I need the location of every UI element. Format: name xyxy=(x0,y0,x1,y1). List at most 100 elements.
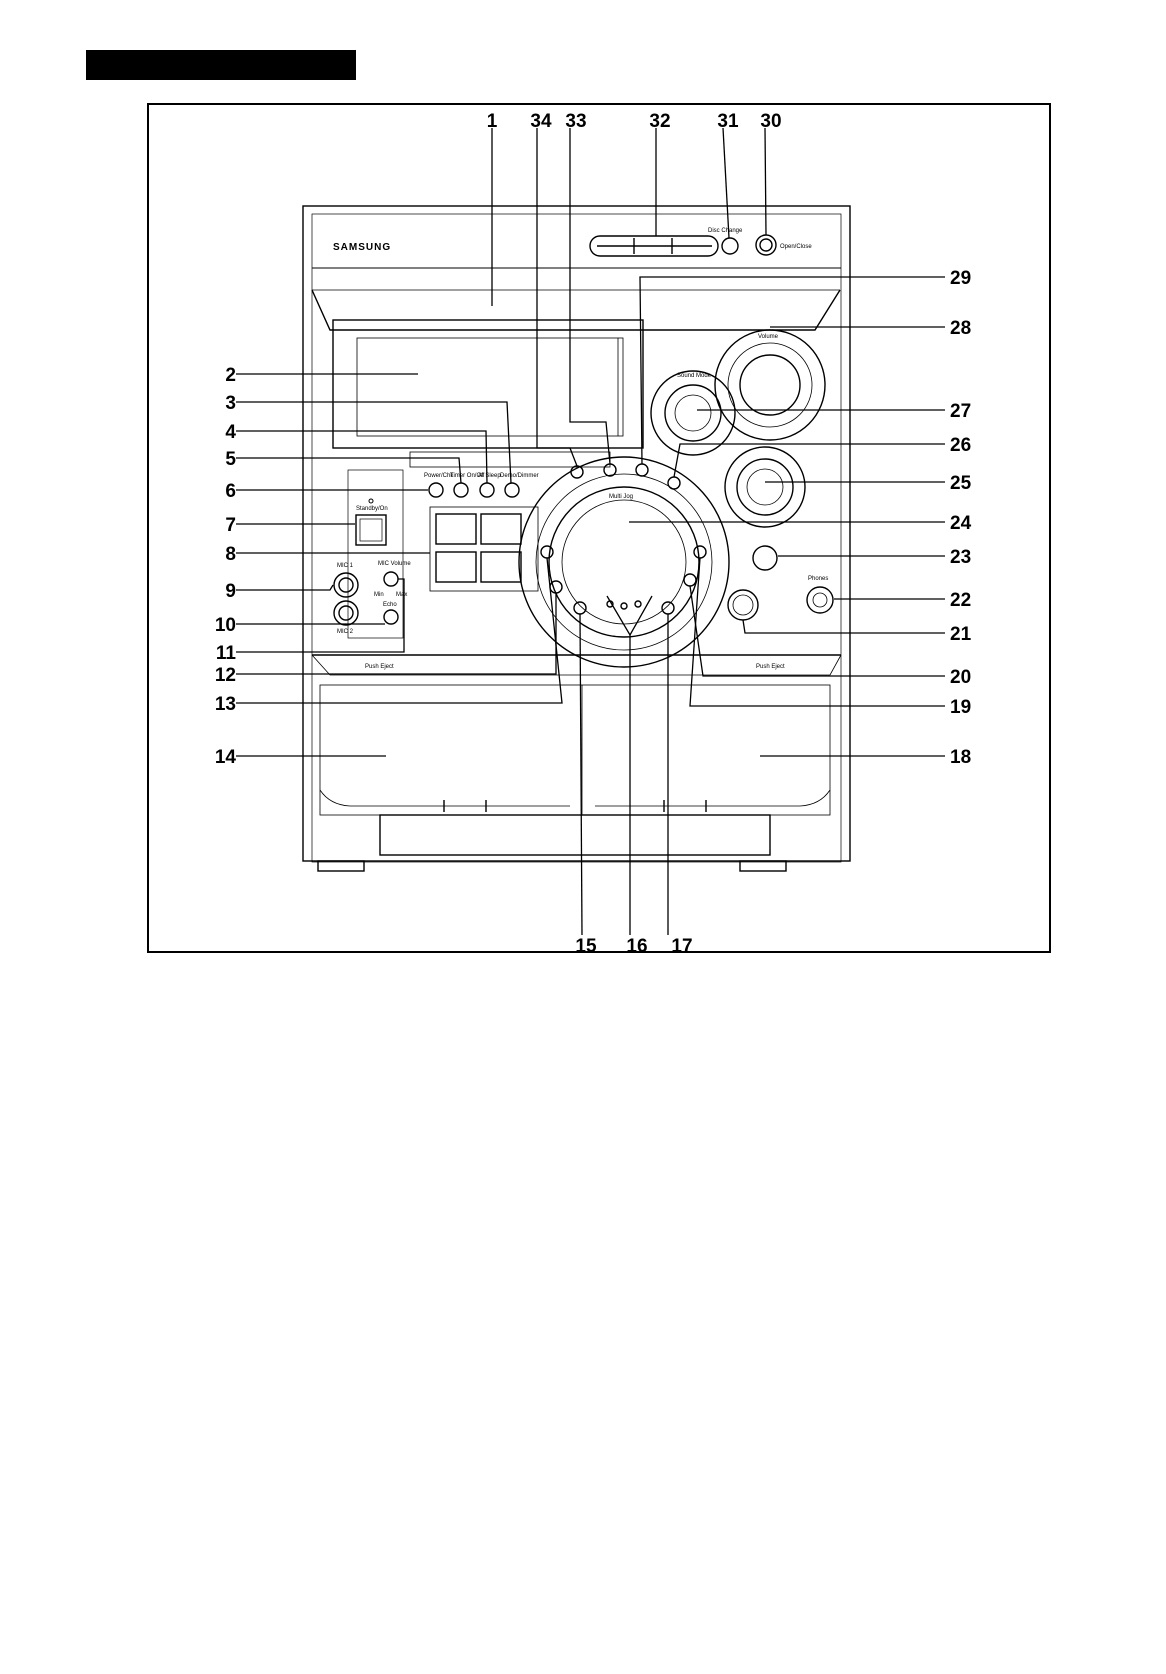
callout-16: 16 xyxy=(626,936,647,957)
ai-sleep-button[interactable] xyxy=(479,482,495,498)
callout-26: 26 xyxy=(950,435,971,456)
mic-volume-label: MIC Volume xyxy=(378,561,411,567)
sound-mode-label: Sound Mode xyxy=(677,373,712,379)
callout-3: 3 xyxy=(225,393,236,414)
callout-33: 33 xyxy=(565,111,586,132)
cd-tray-band xyxy=(311,289,841,331)
open-close-button[interactable] xyxy=(755,234,777,256)
power-chk-label: Power/Chk xyxy=(424,473,454,479)
callout-7: 7 xyxy=(225,515,236,536)
function-button-4[interactable] xyxy=(480,551,522,583)
callout-11: 11 xyxy=(216,643,237,664)
diagram-frame xyxy=(147,103,1051,953)
cassette-deck-area xyxy=(319,684,831,816)
callout-29: 29 xyxy=(950,268,971,289)
callout-19: 19 xyxy=(950,697,971,718)
right-knob[interactable] xyxy=(736,458,794,516)
push-eject-right-label: Push Eject xyxy=(756,664,785,670)
callout-14: 14 xyxy=(215,747,237,768)
dial-button-19[interactable] xyxy=(693,545,707,559)
callout-27: 27 xyxy=(950,401,971,422)
function-button-1[interactable] xyxy=(435,513,477,545)
demo-dimmer-button[interactable] xyxy=(504,482,520,498)
callout-2: 2 xyxy=(225,365,236,386)
callout-15: 15 xyxy=(575,936,597,957)
standby-on-button[interactable] xyxy=(355,514,387,546)
function-button-2[interactable] xyxy=(480,513,522,545)
callout-23: 23 xyxy=(950,547,971,568)
callout-30: 30 xyxy=(760,111,781,132)
callout-12: 12 xyxy=(215,665,236,686)
callout-20: 20 xyxy=(950,667,971,688)
right-foot xyxy=(739,860,787,872)
push-eject-left-label: Push Eject xyxy=(365,664,394,670)
mic2-jack[interactable] xyxy=(333,600,359,626)
button-23[interactable] xyxy=(752,545,778,571)
standby-label: Standby/On xyxy=(356,506,388,512)
multi-jog-label: Multi Jog xyxy=(609,494,633,500)
mic-max-label: Max xyxy=(396,592,407,598)
dial-button-29[interactable] xyxy=(635,463,649,477)
callout-17: 17 xyxy=(671,936,692,957)
callout-24: 24 xyxy=(950,513,972,534)
dial-button-20[interactable] xyxy=(683,573,697,587)
button-21[interactable] xyxy=(727,589,759,621)
volume-knob[interactable] xyxy=(739,354,801,416)
callout-4: 4 xyxy=(225,422,236,443)
sound-mode-knob[interactable] xyxy=(664,384,722,442)
dial-button-12[interactable] xyxy=(549,580,563,594)
disc-change-label: Disc Change xyxy=(708,228,743,234)
standby-indicator-led xyxy=(368,498,374,504)
disc-change-button[interactable] xyxy=(721,237,739,255)
ai-sleep-label: AI Sleep xyxy=(478,473,501,479)
section-title-bar xyxy=(86,50,356,80)
dial-button-13[interactable] xyxy=(540,545,554,559)
function-button-group xyxy=(429,506,539,592)
callout-28: 28 xyxy=(950,318,971,339)
multi-jog-dial[interactable] xyxy=(548,486,700,638)
mic1-jack[interactable] xyxy=(333,572,359,598)
brand-logo: SAMSUNG xyxy=(333,242,391,253)
callout-10: 10 xyxy=(215,615,236,636)
leader-lines xyxy=(236,127,945,936)
dial-button-26[interactable] xyxy=(667,476,681,490)
jog-dial-ring xyxy=(518,456,730,668)
callout-32: 32 xyxy=(649,111,670,132)
disc-indicator-panel xyxy=(589,235,719,257)
callout-9: 9 xyxy=(225,581,236,602)
dial-button-17[interactable] xyxy=(661,601,675,615)
callout-6: 6 xyxy=(225,481,236,502)
callout-13: 13 xyxy=(215,694,236,715)
callout-31: 31 xyxy=(717,111,739,132)
callout-34: 34 xyxy=(530,111,552,132)
display-window xyxy=(332,319,644,449)
power-chk-button[interactable] xyxy=(428,482,444,498)
phones-jack[interactable] xyxy=(806,586,834,614)
right-knob-ring xyxy=(724,446,806,528)
echo-label: Echo xyxy=(383,602,397,608)
demo-dimmer-label: Demo/Dimmer xyxy=(500,473,539,479)
timer-on-off-button[interactable] xyxy=(453,482,469,498)
callout-8: 8 xyxy=(225,544,236,565)
sound-mode-ring xyxy=(650,370,736,456)
callout-numbers: 1 2 3 4 5 6 7 8 9 10 11 12 13 14 15 16 1… xyxy=(215,111,972,957)
callout-5: 5 xyxy=(225,449,236,470)
callout-21: 21 xyxy=(950,624,972,645)
timer-label: Timer On/Off xyxy=(450,473,485,479)
open-close-label: Open/Close xyxy=(780,244,812,250)
phones-label: Phones xyxy=(808,576,828,582)
function-button-3[interactable] xyxy=(435,551,477,583)
left-foot xyxy=(317,860,365,872)
cabinet-outline xyxy=(302,205,851,862)
callout-25: 25 xyxy=(950,473,972,494)
echo-knob[interactable] xyxy=(383,609,399,625)
volume-ring xyxy=(714,329,826,441)
mic-volume-knob[interactable] xyxy=(383,571,399,587)
dial-button-15[interactable] xyxy=(573,601,587,615)
callout-18: 18 xyxy=(950,747,971,768)
bottom-panel xyxy=(379,814,771,856)
callout-1: 1 xyxy=(487,111,498,132)
callout-22: 22 xyxy=(950,590,971,611)
mic2-label: MIC 2 xyxy=(337,629,354,635)
